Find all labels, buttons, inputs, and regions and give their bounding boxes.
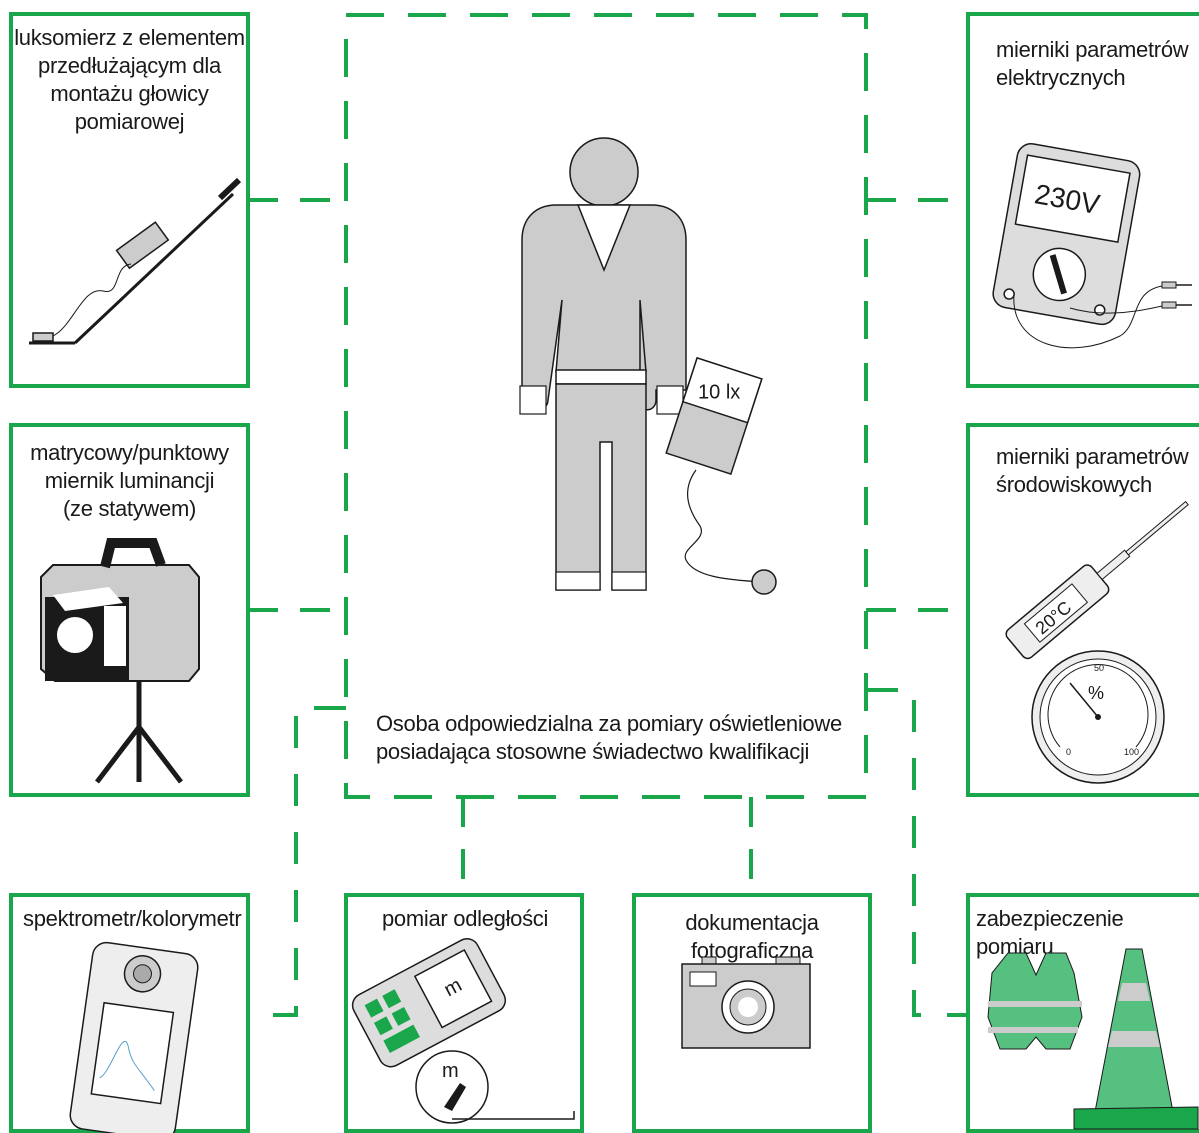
safety-gear-icon (987, 948, 1199, 1130)
luminance-camera-icon (40, 538, 200, 784)
hygrometer-unit: % (1088, 683, 1104, 703)
environment-box: mierniki parametrów środowiskowych 20°C … (966, 423, 1199, 797)
connector-safety (866, 688, 968, 1017)
hygrometer-mid-label: 50 (1094, 663, 1104, 673)
environment-title-line1: mierniki parametrów (996, 444, 1189, 469)
luxmeter-title: luksomierz z elementem przedłużającym dl… (13, 24, 246, 136)
center-caption: Osoba odpowiedzialna za pomiary oświetle… (376, 710, 856, 766)
electrical-title: mierniki parametrów elektrycznych (996, 36, 1199, 92)
rangefinder-icon: m m (351, 938, 575, 1124)
electrical-box: mierniki parametrów elektrycznych 230V (966, 12, 1199, 388)
electrical-title-line2: elektrycznych (996, 65, 1126, 90)
luminance-box: matrycowy/punktowy miernik luminancji (z… (9, 423, 250, 797)
luminance-title-line1: matrycowy/punktowy (30, 440, 229, 465)
camera-icon (681, 956, 811, 1049)
luminance-title-line2: miernik luminancji (44, 468, 215, 493)
spectro-title: spektrometr/kolorymetr (23, 905, 248, 933)
luxmeter-box: luksomierz z elementem przedłużającym dl… (9, 12, 250, 388)
environment-meters-icon: 20°C % 50 0 100 (1005, 500, 1189, 784)
luxmeter-title-line2: przedłużającym dla (38, 53, 221, 78)
electrical-title-line1: mierniki parametrów (996, 37, 1189, 62)
handheld-luxmeter: 10 lx (665, 356, 763, 476)
photo-box: dokumentacja fotograficzna (632, 893, 872, 1133)
safety-box: zabezpieczenie pomiaru (966, 893, 1199, 1133)
luminance-title-line3: (ze statywem) (62, 496, 196, 521)
luxmeter-title-line1: luksomierz z elementem (14, 25, 245, 50)
photo-title-line1: dokumentacja (685, 910, 819, 935)
distance-box: pomiar odległości m m (344, 893, 584, 1133)
center-caption-line1: Osoba odpowiedzialna za pomiary oświetle… (376, 711, 842, 736)
distance-title-line1: pomiar odległości (382, 906, 549, 931)
spectro-title-line1: spektrometr/kolorymetr (23, 906, 242, 931)
spectro-box: spektrometr/kolorymetr (9, 893, 250, 1133)
distance-title: pomiar odległości (382, 905, 582, 933)
luxmeter-title-line3: montażu głowicy (50, 81, 209, 106)
luxmeter-display: 10 lx (698, 381, 740, 403)
luxmeter-pole-icon (29, 177, 242, 345)
center-dashed-frame (344, 13, 868, 799)
luminance-title: matrycowy/punktowy miernik luminancji (z… (13, 439, 246, 523)
center-caption-line2: posiadająca stosowne świadectwo kwalifik… (376, 739, 810, 764)
lux-sensor-head (751, 569, 777, 595)
luxmeter-title-line4: pomiarowej (74, 109, 185, 134)
person-body (521, 204, 687, 412)
connector-spectro (248, 706, 346, 1017)
environment-title: mierniki parametrów środowiskowych (996, 443, 1199, 499)
person-head (569, 137, 639, 207)
hygrometer-min-label: 0 (1066, 747, 1071, 757)
multimeter-icon: 230V (992, 143, 1192, 349)
environment-title-line2: środowiskowych (996, 472, 1152, 497)
hygrometer-max-label: 100 (1124, 747, 1139, 757)
tape-reel-unit: m (442, 1060, 459, 1082)
spectrometer-icon (69, 941, 199, 1133)
